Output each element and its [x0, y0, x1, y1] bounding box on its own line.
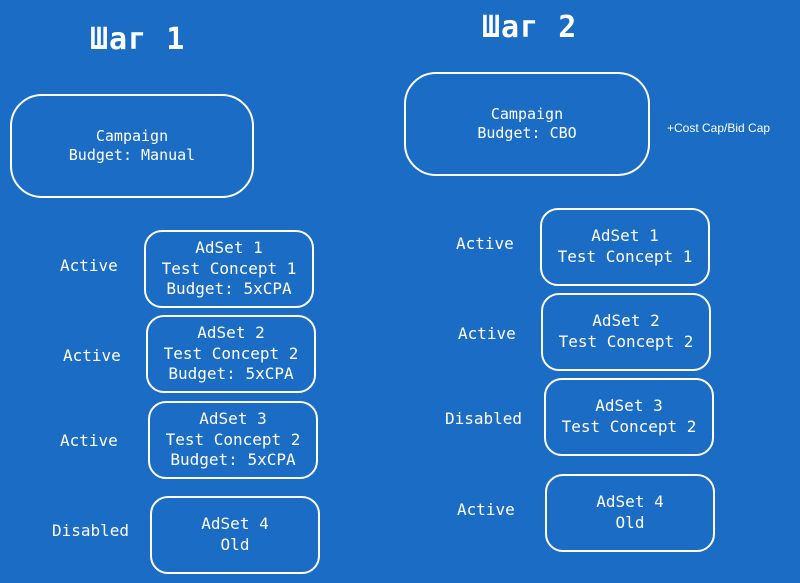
step2-adset3-name: AdSet 3: [595, 396, 663, 416]
step1-campaign-label: Campaign: [95, 126, 169, 145]
step2-adset2-name: AdSet 2: [592, 311, 660, 331]
step2-adset4-box: AdSet 4 Old: [545, 474, 715, 552]
step1-adset2-concept: Test Concept 2: [163, 343, 299, 363]
step2-cost-cap-note: +Cost Cap/Bid Cap: [667, 121, 771, 135]
step1-adset3-status: Active: [60, 431, 118, 450]
step2-campaign-box: Campaign Budget: CBO: [404, 72, 650, 176]
step1-campaign-box: Campaign Budget: Manual: [10, 94, 254, 198]
step1-adset1-budget: Budget: 5xCPA: [166, 279, 292, 299]
step2-adset1-box: AdSet 1 Test Concept 1: [540, 208, 710, 286]
step2-adset1-name: AdSet 1: [591, 226, 659, 246]
step2-campaign-label: Campaign: [490, 104, 564, 123]
step2-adset1-concept: Test Concept 1: [557, 247, 693, 266]
step2-adset4-concept: Old: [615, 513, 645, 532]
step1-adset1-box: AdSet 1 Test Concept 1 Budget: 5xCPA: [144, 230, 314, 308]
step1-adset1-concept: Test Concept 1: [161, 258, 297, 278]
step2-adset1-status: Active: [456, 234, 514, 253]
step2-adset2-status: Active: [458, 324, 516, 343]
step2-adset3-concept: Test Concept 2: [561, 417, 697, 436]
step1-adset1-name: AdSet 1: [195, 237, 263, 257]
step1-adset2-box: AdSet 2 Test Concept 2 Budget: 5xCPA: [146, 315, 316, 393]
step2-adset2-concept: Test Concept 2: [558, 332, 694, 351]
step2-campaign-budget: Budget: CBO: [477, 124, 577, 142]
step1-adset2-status: Active: [63, 346, 121, 365]
step2-adset4-name: AdSet 4: [596, 492, 664, 512]
step1-adset2-budget: Budget: 5xCPA: [168, 364, 294, 384]
step1-adset1-status: Active: [60, 256, 118, 275]
step2-title: Шаг 2: [482, 10, 578, 45]
step1-adset3-budget: Budget: 5xCPA: [170, 450, 296, 470]
step1-adset4-box: AdSet 4 Old: [150, 496, 320, 574]
step2-adset2-box: AdSet 2 Test Concept 2: [541, 293, 711, 371]
step1-adset4-name: AdSet 4: [201, 514, 269, 534]
step1-adset3-name: AdSet 3: [199, 408, 267, 428]
step1-adset4-status: Disabled: [52, 521, 130, 540]
step1-adset3-box: AdSet 3 Test Concept 2 Budget: 5xCPA: [148, 401, 318, 479]
step2-adset3-status: Disabled: [445, 409, 523, 428]
step1-title: Шаг 1: [90, 22, 186, 57]
step1-adset2-name: AdSet 2: [197, 322, 265, 342]
step2-adset3-box: AdSet 3 Test Concept 2: [544, 378, 714, 456]
step1-campaign-budget: Budget: Manual: [68, 146, 196, 164]
step1-adset4-concept: Old: [220, 535, 250, 554]
step2-adset4-status: Active: [457, 500, 515, 519]
step1-adset3-concept: Test Concept 2: [165, 429, 301, 449]
